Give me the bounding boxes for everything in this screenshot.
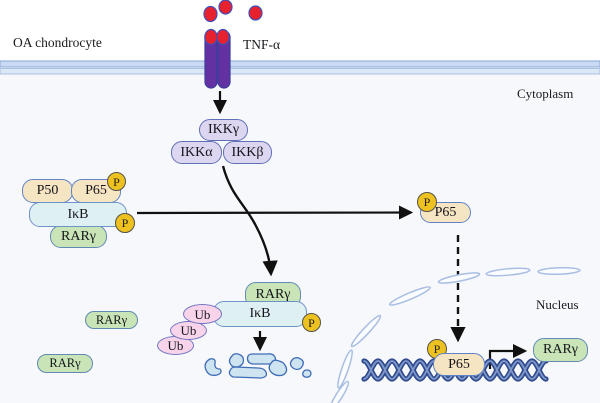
ikk-beta-node: IKKβ xyxy=(223,141,272,164)
cell-type-label: OA chondrocyte xyxy=(13,35,102,50)
ikb-node-complex: IκB xyxy=(29,202,127,227)
p65-node-nucleus: P65 xyxy=(433,353,485,376)
nucleus-label: Nucleus xyxy=(536,297,579,312)
ubiquitin-node-2: Ub xyxy=(170,321,207,340)
ikk-gamma-node: IKKγ xyxy=(199,119,248,141)
ligand-label: TNF-α xyxy=(243,37,281,52)
tnf-ligand-molecules xyxy=(203,0,263,46)
nuclear-envelope xyxy=(328,266,581,403)
phosphate-badge-p65-released: P xyxy=(417,192,437,212)
tnf-ligand xyxy=(203,5,218,23)
tnf-ligand-bound xyxy=(216,28,230,46)
rar-gamma-node-free-1: RARγ xyxy=(85,311,138,329)
cytoplasm-label: Cytoplasm xyxy=(517,86,574,101)
rar-gamma-node-transcribed: RARγ xyxy=(533,338,588,362)
ubiquitin-node-1: Ub xyxy=(183,304,222,324)
tnf-ligand xyxy=(218,0,233,15)
phosphate-badge-p65-left: P xyxy=(107,172,126,191)
plasma-membrane xyxy=(0,60,600,75)
rar-gamma-node-complex: RARγ xyxy=(50,225,107,248)
tnf-receptor xyxy=(204,30,231,89)
phosphate-badge-ikb-mid: P xyxy=(302,313,321,332)
tnf-ligand xyxy=(248,5,263,21)
ikb-node-degradation: IκB xyxy=(213,301,307,327)
ikk-alpha-node: IKKα xyxy=(171,141,222,164)
tnf-ligand-bound xyxy=(204,28,218,46)
degraded-protein-fragments xyxy=(204,353,312,379)
arrow-ikk-to-ikb-complex xyxy=(221,165,278,277)
p50-node: P50 xyxy=(22,179,73,203)
arrow-p65-release xyxy=(136,205,414,220)
phosphate-badge-ikb-left: P xyxy=(115,213,135,233)
rar-gamma-node-free-2: RARγ xyxy=(37,354,93,373)
